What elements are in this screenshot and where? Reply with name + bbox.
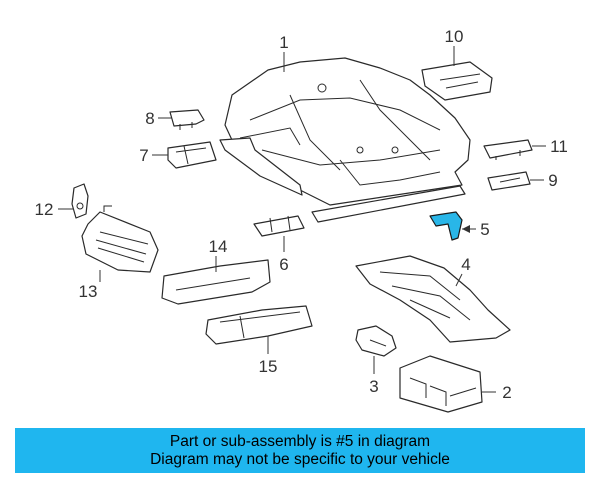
callout-3: 3 [369,377,378,396]
banner-line-disclaimer: Diagram may not be specific to your vehi… [150,450,450,468]
part-15 [205,305,313,345]
leader-lines [58,46,546,393]
callout-12: 12 [35,200,54,219]
info-banner: Part or sub-assembly is #5 in diagram Di… [15,428,585,473]
callout-9: 9 [548,171,557,190]
part-5-highlighted[interactable] [429,211,463,241]
part-10 [421,61,493,101]
callout-8: 8 [145,109,154,128]
part-4 [355,255,511,343]
callout-6: 6 [279,255,288,274]
part-13 [81,205,159,273]
callout-10: 10 [445,27,464,46]
callout-2: 2 [502,383,511,402]
part-3 [355,325,397,357]
part-9 [487,171,531,191]
part-8 [169,109,205,130]
callout-7: 7 [139,146,148,165]
callout-5: 5 [480,220,489,239]
part-7 [167,141,217,169]
callout-labels: 1 10 8 7 11 9 5 12 13 14 6 4 15 3 2 [35,27,568,402]
part-11 [483,139,533,160]
parts-diagram: 1 10 8 7 11 9 5 12 13 14 6 4 15 3 2 [35,27,568,413]
callout-13: 13 [79,282,98,301]
callout-4: 4 [461,255,470,274]
part-2 [399,355,483,413]
part-12 [71,183,89,219]
part-6 [253,215,305,237]
callout-14: 14 [209,237,228,256]
callout-15: 15 [259,357,278,376]
banner-line-part: Part or sub-assembly is #5 in diagram [169,432,431,450]
seat-rail [219,137,466,223]
part-1-seat-frame [224,57,471,206]
part-14 [161,259,271,305]
callout-1: 1 [279,33,288,52]
callout-11: 11 [550,137,568,156]
